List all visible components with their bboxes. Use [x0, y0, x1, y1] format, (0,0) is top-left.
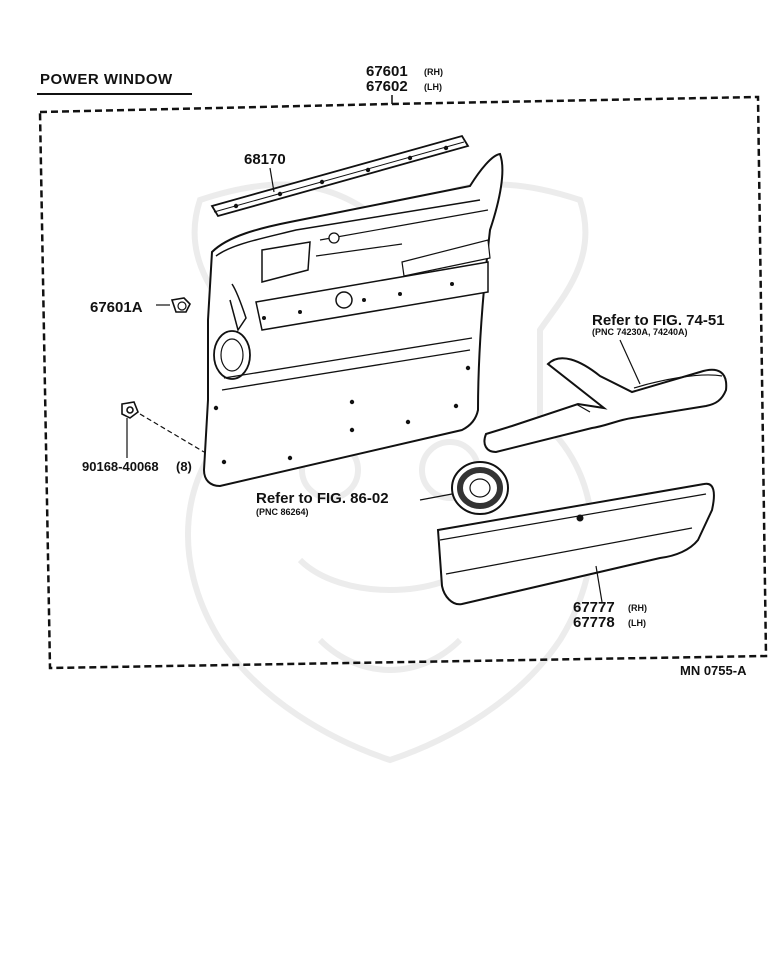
speaker-pnc: (PNC 86264)	[256, 507, 309, 517]
assembly-tag-lh: (LH)	[424, 82, 442, 92]
armrest-reference: Refer to FIG. 74-51	[592, 312, 725, 329]
speaker-grille	[451, 461, 509, 515]
weatherstrip-strip	[210, 134, 470, 218]
armrest-pnc: (PNC 74230A, 74240A)	[592, 327, 688, 337]
speaker-leader	[419, 493, 453, 501]
armrest-leader	[619, 339, 641, 385]
weatherstrip-leader	[269, 167, 275, 193]
screw-dashed-path	[139, 413, 205, 453]
assembly-part-lh: 67602	[366, 78, 408, 95]
lower-panel-part	[436, 482, 715, 606]
lower-panel-part-lh: 67778	[573, 614, 615, 631]
clip-part	[170, 297, 191, 313]
lower-panel-leader	[595, 565, 603, 603]
weatherstrip-part: 68170	[244, 151, 286, 168]
screw-part	[121, 401, 139, 419]
title-underline	[37, 93, 192, 95]
figure-code: MN 0755-A	[680, 663, 747, 678]
screw-quantity: (8)	[176, 459, 192, 474]
lower-panel-tag-rh: (RH)	[628, 603, 647, 613]
assembly-boundary	[38, 95, 768, 670]
screw-part-number: 90168-40068	[82, 459, 159, 474]
diagram-title: POWER WINDOW	[40, 71, 173, 88]
armrest-part	[483, 357, 728, 454]
lower-panel-tag-lh: (LH)	[628, 618, 646, 628]
assembly-part-rh: 67601	[366, 63, 408, 80]
lower-panel-part-rh: 67777	[573, 599, 615, 616]
assembly-tag-rh: (RH)	[424, 67, 443, 77]
speaker-reference: Refer to FIG. 86-02	[256, 490, 389, 507]
clip-part-number: 67601A	[90, 299, 143, 316]
door-trim-panel	[202, 152, 504, 488]
